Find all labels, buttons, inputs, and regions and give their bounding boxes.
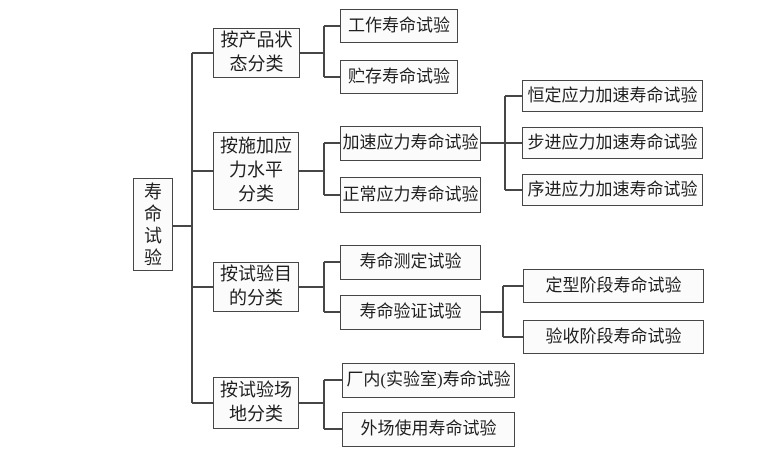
node-in-factory-laboratory-life-test: 厂内(实验室)寿命试验 (342, 363, 515, 398)
node-progressive-stress-accelerated-life-test: 序进应力加速寿命试验 (522, 174, 703, 206)
node-life-measurement-test: 寿命测定试验 (340, 245, 481, 280)
node-acceptance-stage-life-test: 验收阶段寿命试验 (523, 320, 704, 354)
category-label-line: 按产品状 (220, 30, 293, 51)
category-label-line: 按试验目 (220, 264, 292, 285)
node-field-use-life-test: 外场使用寿命试验 (342, 412, 515, 447)
node-storage-life-test: 贮存寿命试验 (340, 60, 458, 94)
node-design-finalization-stage-life-test: 定型阶段寿命试验 (523, 269, 704, 303)
node-accelerated-stress-life-test: 加速应力寿命试验 (340, 126, 481, 161)
node-root-life-test: 寿命试验 (133, 178, 173, 271)
category-label-line: 按施加应 (220, 136, 292, 157)
node-normal-stress-life-test: 正常应力寿命试验 (340, 177, 481, 213)
node-constant-stress-accelerated-life-test: 恒定应力加速寿命试验 (522, 80, 703, 112)
node-step-stress-accelerated-life-test: 步进应力加速寿命试验 (522, 127, 703, 159)
node-category-test-site: 按试验场 地分类 (213, 377, 299, 429)
node-category-test-purpose: 按试验目 的分类 (213, 262, 299, 312)
node-category-product-state: 按产品状 态分类 (213, 28, 300, 78)
category-label-line: 态分类 (229, 54, 284, 74)
category-label-line: 分类 (238, 183, 274, 204)
root-label: 寿命试验 (144, 181, 162, 268)
category-label-line: 地分类 (229, 404, 283, 424)
node-working-life-test: 工作寿命试验 (340, 9, 458, 43)
node-life-verification-test: 寿命验证试验 (340, 295, 481, 330)
category-label-line: 的分类 (229, 288, 283, 308)
node-category-stress-level: 按施加应 力水平 分类 (213, 132, 299, 210)
category-label-line: 力水平 (229, 160, 283, 181)
category-label-line: 按试验场 (220, 380, 292, 401)
